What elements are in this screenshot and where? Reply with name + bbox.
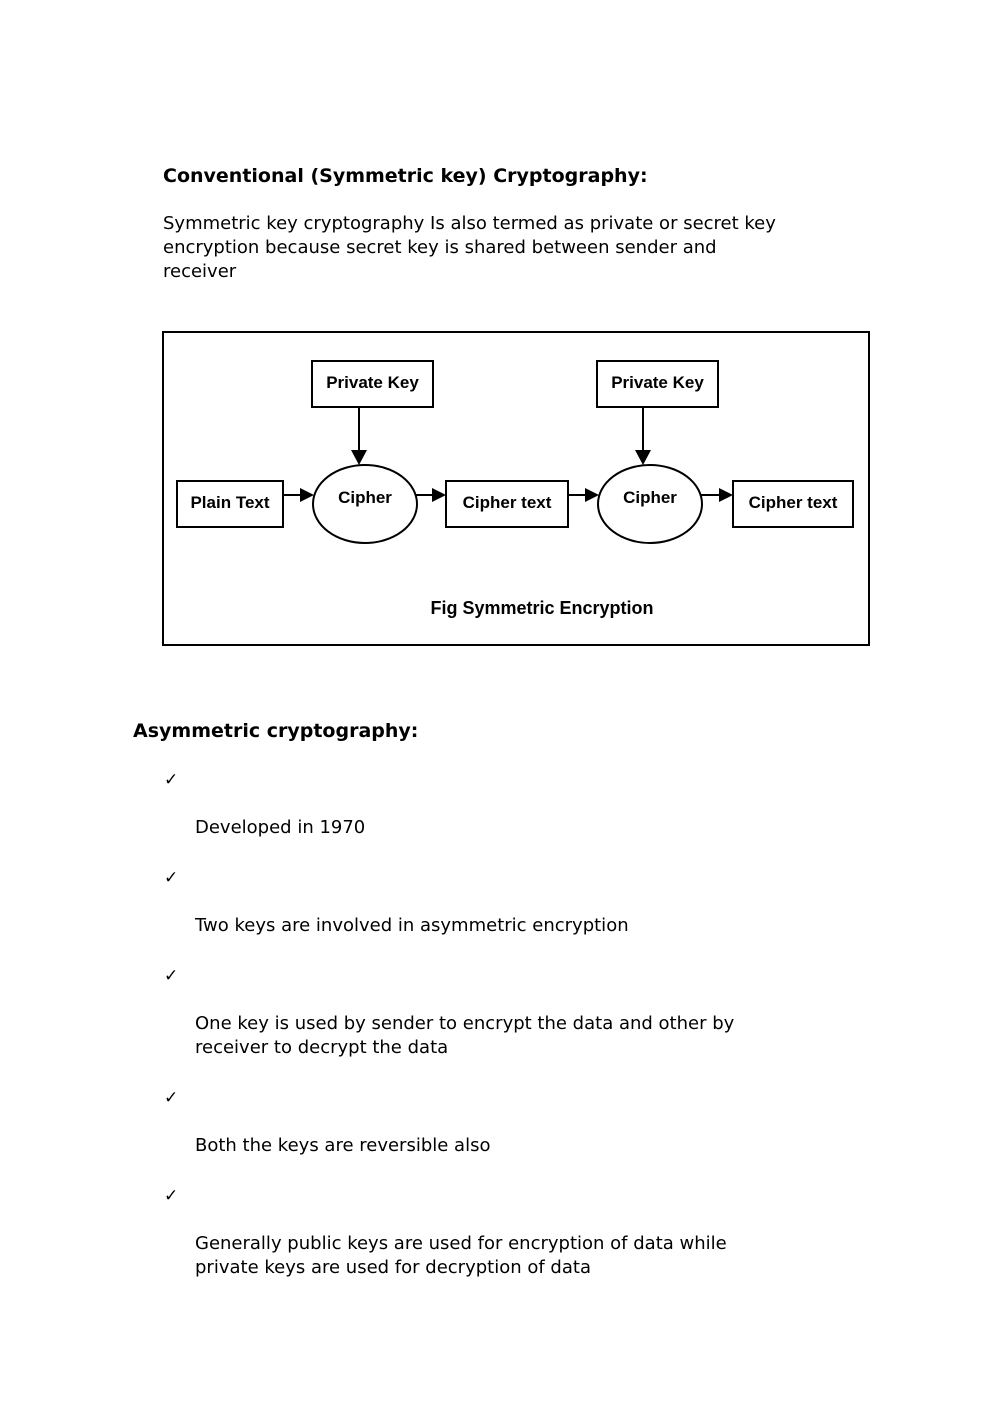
bullet-text: One key is used by sender to encrypt the… [195, 1013, 735, 1058]
cipher-ellipse-2 [597, 464, 703, 544]
bullet-text: Developed in 1970 [195, 817, 366, 838]
plain-text-box [176, 480, 284, 528]
figure-caption: Fig Symmetric Encryption [430, 598, 653, 618]
bullet-item: ✓ Generally public keys are used for enc… [164, 1184, 864, 1280]
arrowhead-privatekey2 [635, 450, 651, 465]
cipher-text-box-2 [732, 480, 854, 528]
asymmetric-section-heading: Asymmetric cryptography: [133, 720, 419, 742]
bullet-text: Two keys are involved in asymmetric encr… [195, 915, 629, 936]
cipher-text-label-2: Cipher text [749, 493, 838, 512]
arrowhead-privatekey1 [351, 450, 367, 465]
checkmark-icon: ✓ [164, 868, 179, 888]
private-key-label-1: Private Key [326, 373, 419, 392]
bullet-item: ✓ Two keys are involved in asymmetric en… [164, 866, 864, 938]
symmetric-encryption-figure: Private Key Private Key Plain Text Ciphe… [162, 331, 870, 646]
private-key-label-2: Private Key [611, 373, 704, 392]
arrowhead-ciphertext1-in [432, 488, 446, 502]
bullet-item: ✓ One key is used by sender to encrypt t… [164, 964, 864, 1060]
asymmetric-bullet-list: ✓ Developed in 1970 ✓ Two keys are invol… [164, 768, 864, 1306]
checkmark-icon: ✓ [164, 770, 179, 790]
arrowhead-ciphertext2-in [719, 488, 733, 502]
bullet-text: Both the keys are reversible also [195, 1135, 491, 1156]
cipher-text-label-1: Cipher text [463, 493, 552, 512]
arrowhead-cipher1-in [300, 488, 314, 502]
arrowhead-cipher2-in [585, 488, 599, 502]
cipher-label-2: Cipher [623, 488, 677, 507]
cipher-label-1: Cipher [338, 488, 392, 507]
private-key-box-1 [311, 360, 434, 408]
symmetric-section-heading: Conventional (Symmetric key) Cryptograph… [163, 165, 648, 187]
checkmark-icon: ✓ [164, 966, 179, 986]
checkmark-icon: ✓ [164, 1088, 179, 1108]
bullet-text: Generally public keys are used for encry… [195, 1233, 727, 1278]
symmetric-description: Symmetric key cryptography Is also terme… [163, 213, 776, 282]
cipher-ellipse-1 [312, 464, 418, 544]
checkmark-icon: ✓ [164, 1186, 179, 1206]
bullet-item: ✓ Developed in 1970 [164, 768, 864, 840]
cipher-text-box-1 [445, 480, 569, 528]
private-key-box-2 [596, 360, 719, 408]
symmetric-encryption-diagram: Private Key Private Key Plain Text Ciphe… [176, 360, 854, 618]
plain-text-label: Plain Text [190, 493, 269, 512]
bullet-item: ✓ Both the keys are reversible also [164, 1086, 864, 1158]
